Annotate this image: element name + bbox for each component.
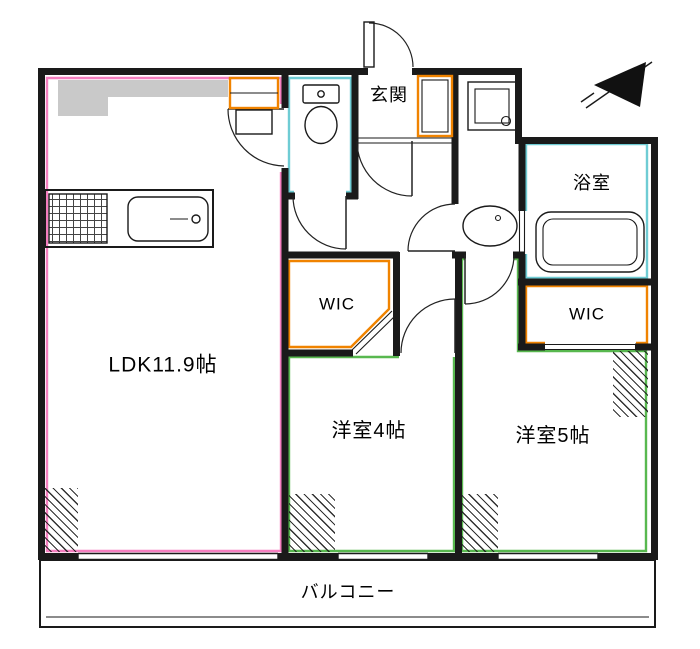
wic1-outline <box>287 259 391 349</box>
window-bedroom5 <box>497 552 599 561</box>
wic1-label: WIC <box>318 294 356 314</box>
wall-hatch-bedroom5-bottom <box>462 494 498 552</box>
entrance-shoe-closet <box>416 74 454 138</box>
kitchen-counter <box>44 189 214 248</box>
wic2-label: WIC <box>568 304 606 324</box>
entrance-step <box>357 137 452 144</box>
balcony-outline <box>39 559 656 628</box>
bedroom-5-label: 洋室5帖 <box>515 425 591 447</box>
toilet-door-swing <box>292 195 347 250</box>
sink-icon <box>127 196 209 242</box>
wic2-outline <box>524 284 649 345</box>
wall-structure <box>38 68 658 560</box>
wall-hatch-bedroom4 <box>289 494 335 552</box>
ldk-room-label: LDK11.9帖 <box>108 353 218 377</box>
washing-machine-icon <box>467 81 517 131</box>
balcony-label: バルコニー <box>300 582 396 602</box>
bath-sliding-door <box>518 211 526 254</box>
wall-hatch-bedroom5-right <box>613 351 648 417</box>
bedroom-4-label: 洋室4帖 <box>331 420 407 442</box>
ldk-room-outline <box>45 76 283 553</box>
hall-door-swing <box>356 140 413 197</box>
entrance-door-icon <box>363 21 414 68</box>
wic2-closet-doors <box>545 343 635 351</box>
stove-icon <box>48 193 108 244</box>
bath-room-outline <box>524 142 649 280</box>
entrance-label: 玄関 <box>370 85 408 105</box>
toilet-room-outline <box>287 76 353 194</box>
window-ldk <box>77 552 279 561</box>
wic1-diagonal-door <box>351 310 397 355</box>
toilet-icon <box>302 84 340 145</box>
kitchen-upper-cabinet <box>58 80 228 116</box>
bedroom4-door-swing <box>400 298 456 354</box>
ldk-closet <box>228 76 280 135</box>
vanity-icon <box>462 205 518 247</box>
bedroom5-door-swing <box>464 254 515 305</box>
bathtub-icon <box>535 211 645 273</box>
wall-hatch-ldk <box>44 488 78 552</box>
bath-room-label: 浴室 <box>573 173 611 193</box>
window-bedroom4 <box>337 552 429 561</box>
washroom-door-swing <box>407 203 456 252</box>
north-arrow-icon <box>580 61 653 109</box>
